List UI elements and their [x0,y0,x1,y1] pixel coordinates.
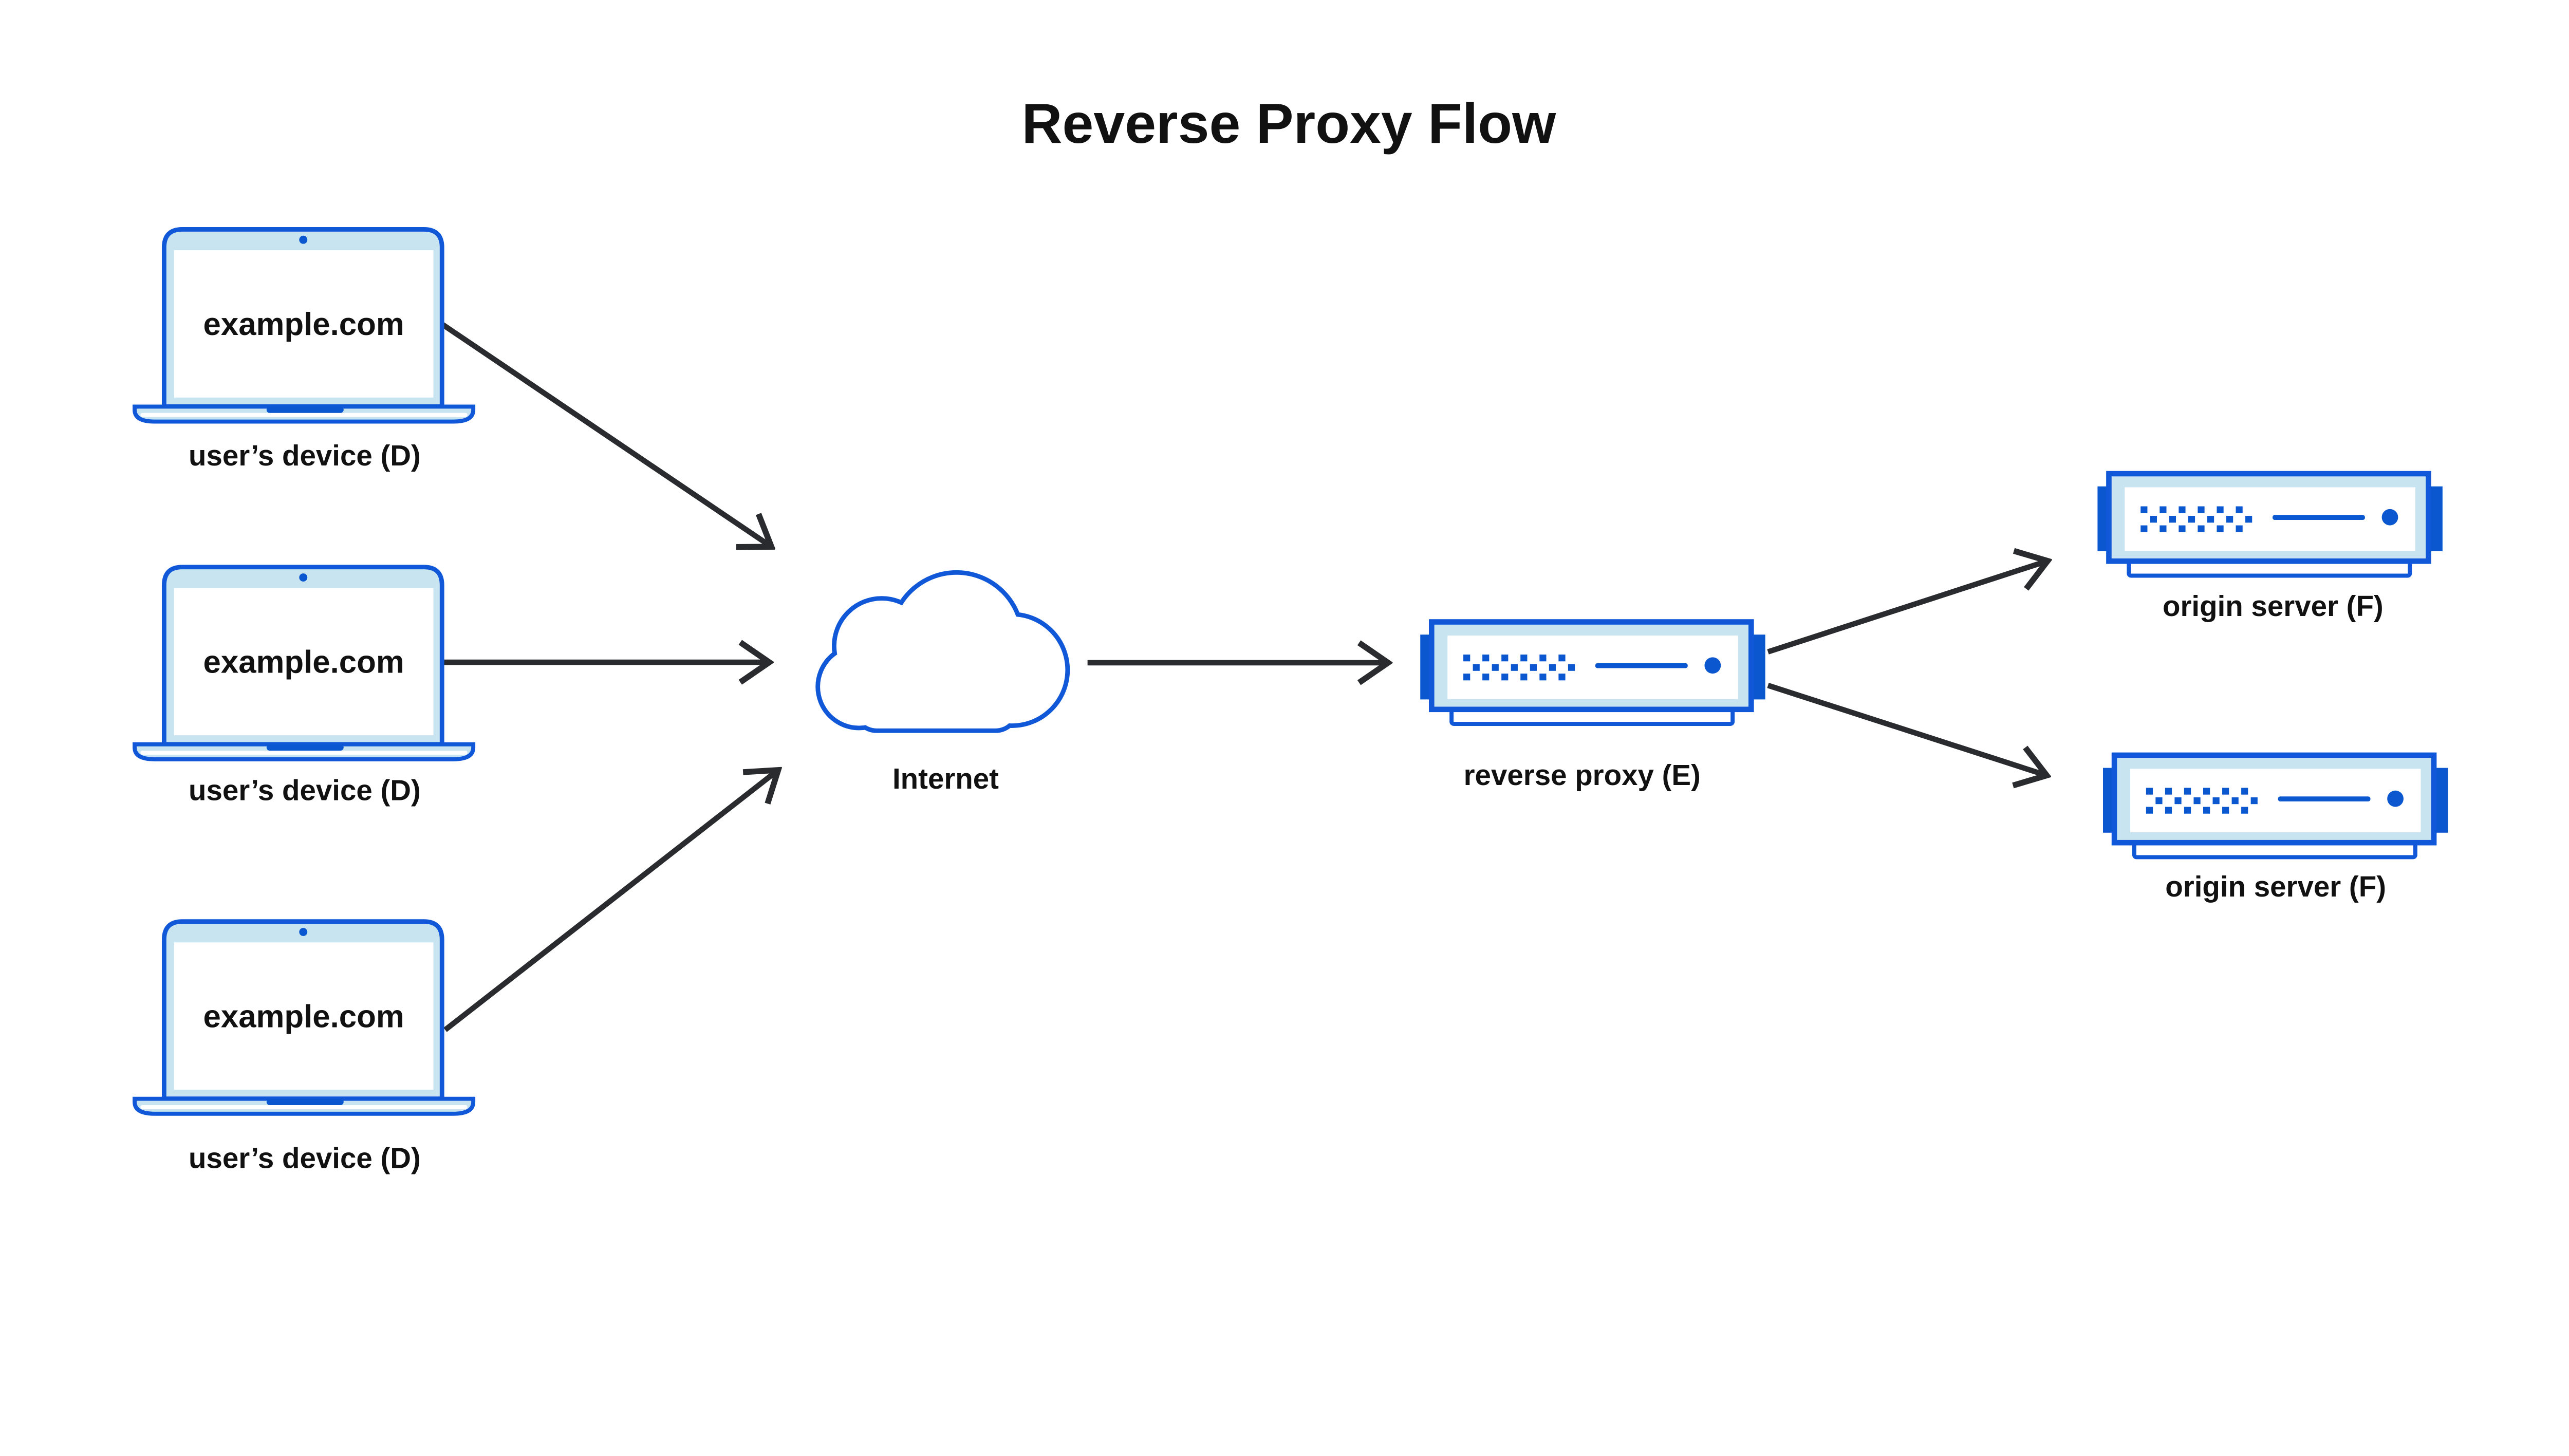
cloud-icon [815,570,1070,733]
origin1-label: origin server (F) [2163,590,2384,622]
server-icon [2097,474,2442,576]
origin2-label: origin server (F) [2165,870,2386,903]
arrow-proxy-to-origin2 [1767,682,2046,775]
device3-label: user’s device (D) [189,1142,421,1174]
server-icon [2103,755,2448,857]
arrow-device1-to-internet [440,322,771,546]
flow-arrows [440,322,2047,1032]
arrow-device3-to-internet [443,771,777,1032]
device3-screen-url: example.com [203,999,404,1034]
device1-label: user’s device (D) [189,439,421,472]
server-icon [1420,622,1765,724]
device1-screen-url: example.com [203,307,404,342]
reverse-proxy-flow-diagram: Reverse Proxy Flow example.com example.c… [0,92,2569,1174]
device2-screen-url: example.com [203,644,404,680]
device2-label: user’s device (D) [189,774,421,806]
arrow-proxy-to-origin1 [1767,561,2047,655]
page-title: Reverse Proxy Flow [1022,92,1557,155]
reverse-proxy-label: reverse proxy (E) [1464,759,1701,791]
internet-label: Internet [892,762,999,795]
